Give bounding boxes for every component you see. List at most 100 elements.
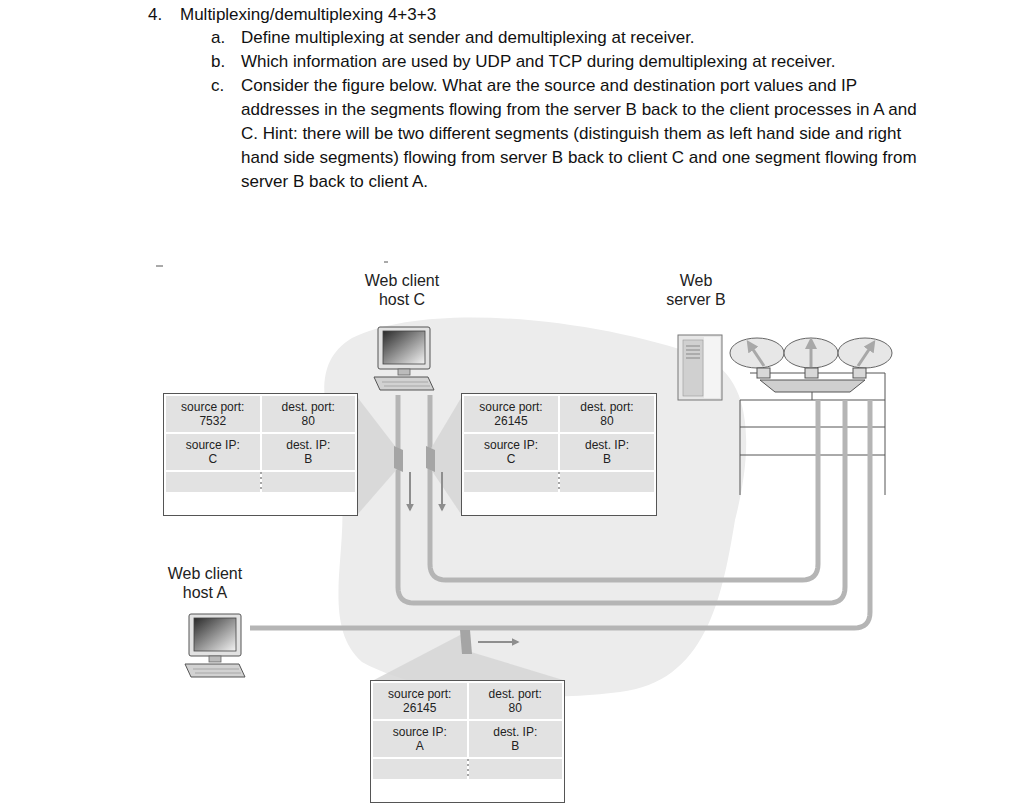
label-holder: a. (211, 26, 225, 50)
server-processes (730, 338, 892, 400)
direction-arrow (441, 472, 443, 510)
header-field: source port: 7532 (180, 400, 246, 428)
direction-arrow (409, 472, 411, 510)
segment-marker (394, 446, 403, 472)
segment-marker (460, 630, 472, 654)
tube-end (816, 400, 821, 495)
continuation-dots (259, 471, 263, 491)
server-slot (686, 346, 700, 347)
server-slot (686, 350, 700, 351)
header-cell: dest. IP: B (469, 721, 563, 757)
dot (558, 487, 560, 489)
header-field: dest. IP: B (584, 438, 631, 466)
segment-header: source port: 26145 dest. port: 80 source I… (461, 393, 657, 516)
continuation-dots (557, 471, 561, 491)
dot (558, 472, 560, 474)
label-holder: Multiplexing/demultiplexing 4+3+3 (180, 3, 436, 27)
server-front (683, 340, 703, 396)
tick-mark (156, 266, 163, 267)
header-cell (464, 472, 558, 492)
item-letter: a. (211, 26, 225, 50)
dot (260, 477, 262, 479)
header-cell (469, 759, 563, 779)
header-cell: source IP: A (373, 721, 467, 757)
header-field: dest. port: 80 (280, 400, 336, 428)
header-cell: dest. IP: B (560, 434, 654, 470)
grid-line (740, 455, 885, 456)
header-field: source port: 26145 (387, 687, 453, 715)
demux-trapezoid (760, 380, 865, 392)
dot (260, 472, 262, 474)
network-link (430, 395, 818, 580)
server-icon (678, 335, 722, 400)
item-text: Which information are used by UDP and TC… (241, 50, 835, 74)
header-cell: source IP: C (166, 434, 260, 470)
grid-line (885, 373, 886, 495)
header-field: source port: 26145 (478, 400, 544, 428)
continuation-dots (466, 758, 470, 778)
socket-port (853, 368, 866, 378)
server-grid (740, 373, 885, 495)
header-field: source IP: C (483, 438, 540, 466)
header-field: source IP: C (184, 438, 241, 466)
dot (467, 769, 469, 771)
header-cell: source IP: C (464, 434, 558, 470)
demux-line (812, 392, 813, 400)
computer-icon (185, 614, 245, 677)
header-cell: dest. port: 80 (262, 396, 356, 432)
item-text: Consider the figure below. What are the … (241, 74, 927, 194)
client-host: Web client host C (358, 268, 446, 395)
question-number: 4. (148, 3, 162, 27)
server-slot (686, 354, 700, 355)
header-field: dest. IP: B (285, 438, 332, 466)
header-field: dest. IP: B (492, 725, 539, 753)
socket-port (757, 368, 770, 378)
header-cell: dest. port: 80 (560, 396, 654, 432)
dot (467, 764, 469, 766)
header-field: dest. port: 80 (487, 687, 543, 715)
dot (467, 759, 469, 761)
callout-wedge (358, 398, 398, 514)
header-cell (373, 759, 467, 779)
dot (467, 774, 469, 776)
socket-port (805, 368, 818, 378)
network-cloud (324, 318, 746, 697)
server-label: Web server B (660, 268, 732, 309)
header-cell (560, 472, 654, 492)
header-cell: dest. port: 80 (469, 683, 563, 719)
direction-arrow (478, 641, 518, 643)
header-cell (262, 472, 356, 492)
process-socket (784, 338, 838, 368)
grid-line (740, 400, 741, 495)
host-label: Web client host C (358, 268, 446, 309)
host-label: Web client host A (160, 561, 250, 602)
dot (558, 477, 560, 479)
socket-arrow (810, 343, 813, 367)
grid-line (740, 400, 885, 401)
socket-arrow (750, 345, 764, 366)
tube-end (843, 400, 848, 495)
label-holder: b. (211, 50, 225, 74)
process-socket (730, 338, 784, 368)
grid-line (740, 427, 885, 428)
label-holder: Consider the figure below. What are the … (241, 74, 927, 194)
item-letter: c. (211, 74, 224, 98)
server-slot (686, 358, 700, 359)
item-letter: b. (211, 50, 225, 74)
computer-icon (374, 327, 434, 390)
server-side (704, 337, 720, 398)
tick-mark (384, 262, 388, 263)
dot (558, 482, 560, 484)
server-host: Web server B (655, 268, 890, 495)
header-cell: dest. IP: B (262, 434, 356, 470)
header-field: source IP: A (391, 725, 448, 753)
header-cell (166, 472, 260, 492)
item-text: Define multiplexing at sender and demult… (241, 26, 695, 50)
dot (260, 482, 262, 484)
label-holder: Define multiplexing at sender and demult… (241, 26, 695, 50)
question-title: Multiplexing/demultiplexing 4+3+3 (180, 3, 436, 27)
label-holder: 4. (148, 3, 162, 27)
socket-arrow (858, 345, 872, 366)
server-body (678, 335, 722, 400)
